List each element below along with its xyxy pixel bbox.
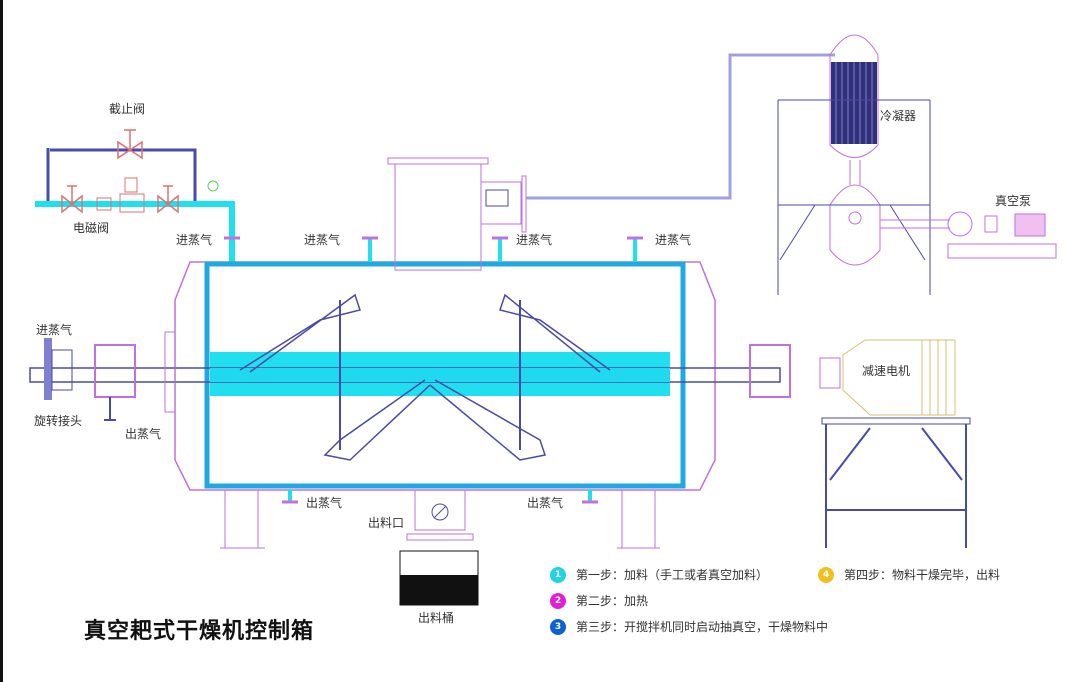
condenser bbox=[777, 34, 931, 295]
step-3-badge: 3 bbox=[550, 618, 566, 635]
step-3-text: 第三步：开搅拌机同时启动抽真空，干燥物料中 bbox=[576, 620, 829, 634]
condenser-label: 冷凝器 bbox=[880, 108, 916, 123]
steam-in-label-2: 进蒸气 bbox=[304, 232, 340, 247]
step-2-text: 第二步：加热 bbox=[576, 594, 649, 608]
step-1: 1 第一步：加料（手工或者真空加料） bbox=[550, 566, 768, 583]
step-1-text: 第一步：加料（手工或者真空加料） bbox=[576, 568, 769, 582]
shutoff-valve-label: 截止阀 bbox=[109, 102, 145, 116]
drive-assembly bbox=[749, 339, 971, 548]
vacuum-pump-label: 真空泵 bbox=[995, 194, 1031, 208]
gear-motor-label: 减速电机 bbox=[862, 364, 910, 378]
vessel-supports bbox=[220, 490, 660, 549]
steam-supply-line bbox=[35, 148, 235, 262]
step-4-badge: 4 bbox=[818, 566, 834, 583]
step-4: 4 第四步：物料干燥完毕，出料 bbox=[818, 566, 1000, 583]
dryer-vessel bbox=[29, 261, 781, 491]
step-4-text: 第四步：物料干燥完毕，出料 bbox=[844, 568, 1001, 582]
steam-in-label-left: 进蒸气 bbox=[36, 322, 72, 337]
vacuum-line bbox=[526, 53, 835, 200]
discharge-bucket bbox=[399, 550, 479, 606]
steam-in-label-4: 进蒸气 bbox=[655, 232, 691, 247]
discharge-bucket-label: 出料桶 bbox=[418, 610, 454, 625]
step-3: 3 第三步：开搅拌机同时启动抽真空，干燥物料中 bbox=[550, 618, 828, 635]
diagram-title: 真空耙式干燥机控制箱 bbox=[84, 619, 315, 644]
steam-in-label-1: 进蒸气 bbox=[176, 232, 212, 247]
feed-hopper bbox=[387, 157, 527, 271]
step-1-badge: 1 bbox=[550, 566, 566, 583]
image-border bbox=[0, 0, 3, 682]
steam-inlet-nozzles bbox=[224, 236, 643, 262]
steam-in-label-3: 进蒸气 bbox=[516, 232, 552, 247]
step-2: 2 第二步：加热 bbox=[550, 592, 648, 609]
discharge-port bbox=[406, 489, 474, 541]
solenoid-valve-label: 电磁阀 bbox=[73, 220, 109, 235]
rotary-joint bbox=[44, 331, 176, 421]
rotary-joint-label: 旋转接头 bbox=[34, 413, 82, 428]
steam-out-label-left: 出蒸气 bbox=[125, 426, 161, 441]
vacuum-pump bbox=[880, 211, 1057, 259]
discharge-port-label: 出料口 bbox=[368, 516, 404, 530]
steam-out-label-2: 出蒸气 bbox=[527, 495, 563, 510]
solenoid-valve-icon bbox=[61, 177, 219, 214]
shutoff-valve-icon bbox=[117, 129, 143, 160]
step-2-badge: 2 bbox=[550, 592, 566, 609]
steam-out-label-1: 出蒸气 bbox=[306, 495, 342, 510]
